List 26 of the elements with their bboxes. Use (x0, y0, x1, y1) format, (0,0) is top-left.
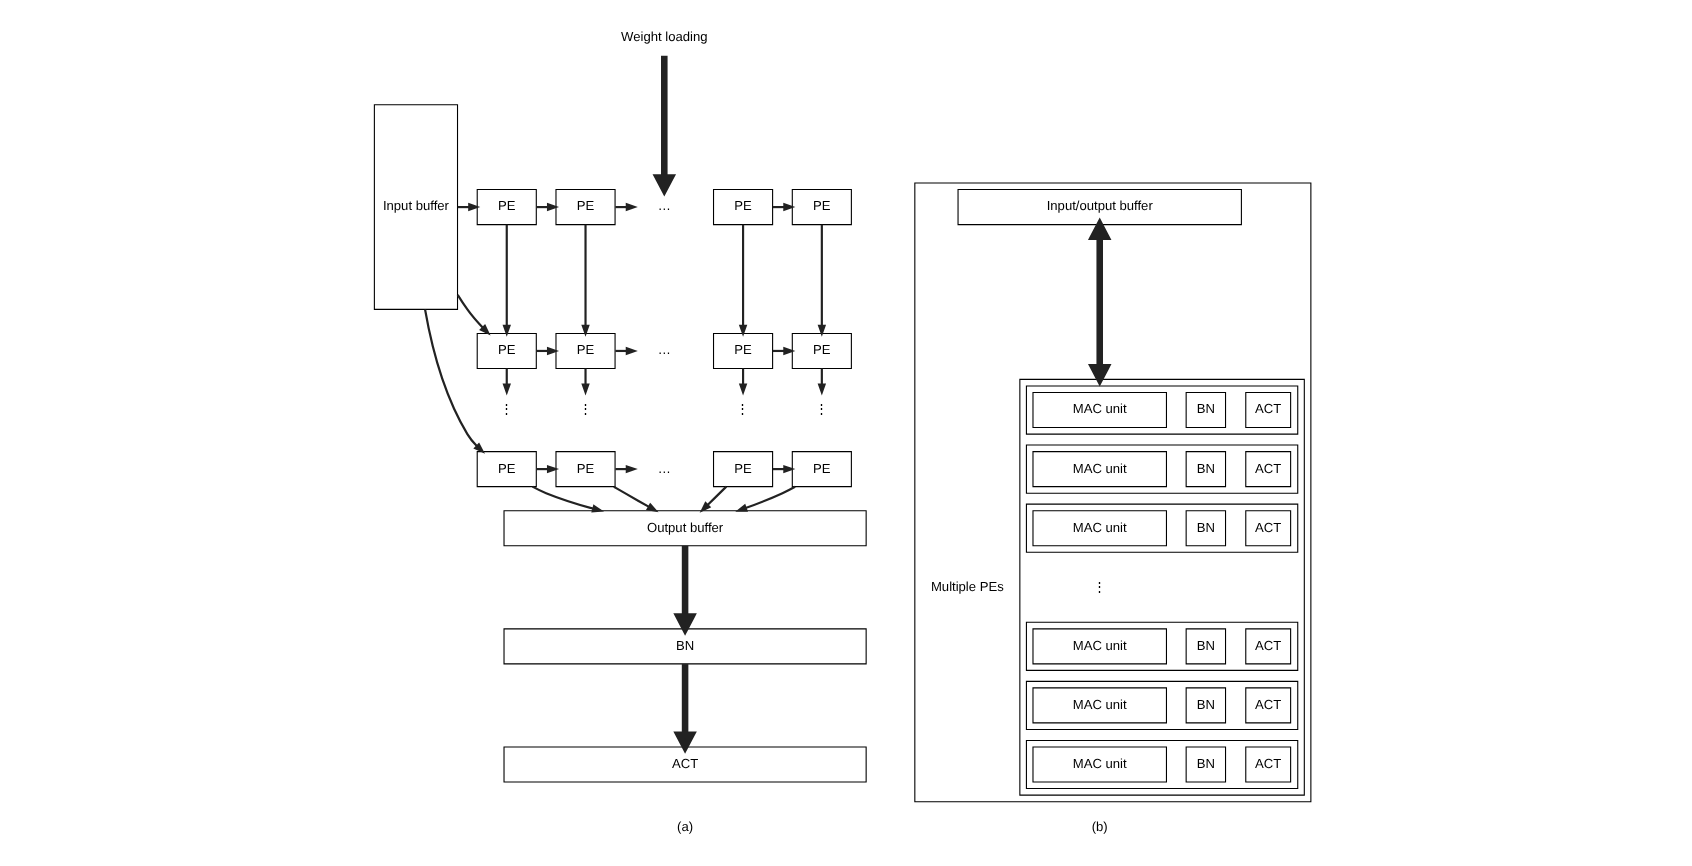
arrow (737, 368, 747, 396)
cluster (913, 182, 1311, 803)
arrow (698, 485, 727, 513)
arrow (501, 368, 510, 396)
arrow (737, 224, 747, 337)
cluster (1024, 739, 1298, 790)
arrow (734, 485, 795, 512)
cluster (1024, 621, 1298, 671)
cluster (1024, 385, 1298, 435)
arrow (580, 368, 589, 396)
arrow (455, 294, 490, 336)
cluster (1024, 680, 1298, 731)
arrow (672, 545, 696, 636)
arrow (612, 485, 658, 513)
arrow (651, 55, 676, 197)
arrow (501, 224, 510, 337)
arrow (816, 368, 826, 396)
cluster (1024, 444, 1298, 494)
cluster (1018, 378, 1304, 796)
arrow (672, 664, 696, 754)
arrow (530, 485, 604, 513)
arrow (423, 309, 484, 454)
cluster (1024, 503, 1298, 553)
arrow (816, 224, 826, 337)
arrow (580, 224, 589, 337)
arrow (1087, 217, 1111, 387)
